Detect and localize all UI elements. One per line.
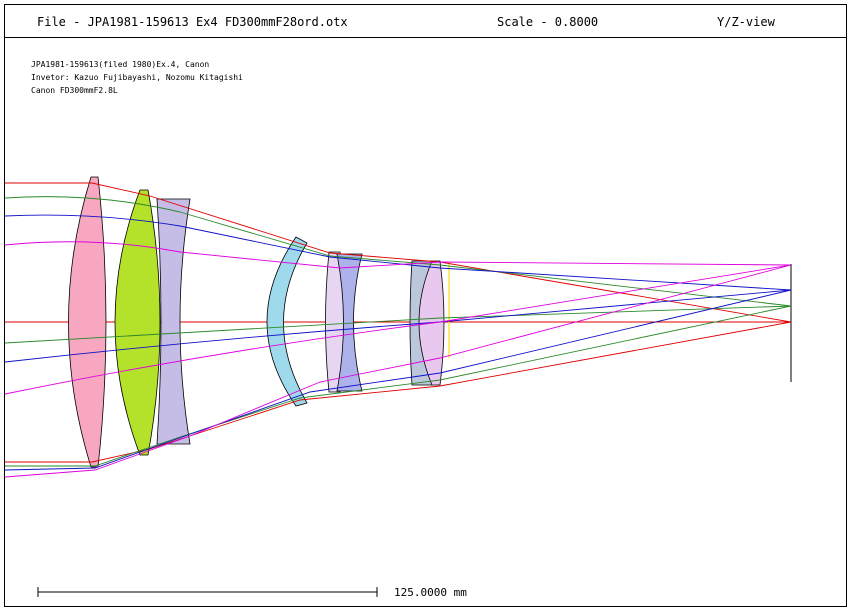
ray-blue-upper: [4, 214, 792, 291]
ray-magenta-middle: [4, 264, 792, 395]
info-line-patent: JPA1981-159613(filed 1980)Ex.4, Canon: [31, 60, 210, 69]
file-title: File - JPA1981-159613 Ex4 FD300mmF28ord.…: [37, 15, 348, 29]
lens-element-6: [336, 253, 363, 392]
lens-elements: [68, 176, 445, 468]
ray-blue-middle: [4, 289, 792, 363]
ray-green-lower: [5, 305, 792, 467]
scale-bar: [37, 587, 378, 597]
ray-green-middle: [4, 305, 792, 344]
scale-bar-label: 125.0000 mm: [394, 586, 467, 599]
ray-blue-lower: [4, 289, 792, 471]
info-line-model: Canon FD300mmF2.8L: [31, 86, 118, 95]
ray-magenta-lower: [4, 264, 792, 478]
lens-element-2: [114, 189, 161, 456]
ray-traces: [4, 182, 792, 478]
scale-readout: Scale - 0.8000: [497, 15, 599, 29]
lens-element-1: [68, 176, 107, 468]
ray-magenta-upper: [4, 241, 792, 269]
header-bar: File - JPA1981-159613 Ex4 FD300mmF28ord.…: [5, 5, 846, 38]
info-line-inventor: Invetor: Kazuo Fujibayashi, Nozomu Kitag…: [31, 73, 243, 82]
lens-element-3: [156, 198, 191, 445]
ray-green-upper: [4, 196, 792, 307]
view-label: Y/Z-view: [717, 15, 775, 29]
ray-red-lower: [5, 321, 792, 463]
lens-element-4: [266, 236, 308, 407]
